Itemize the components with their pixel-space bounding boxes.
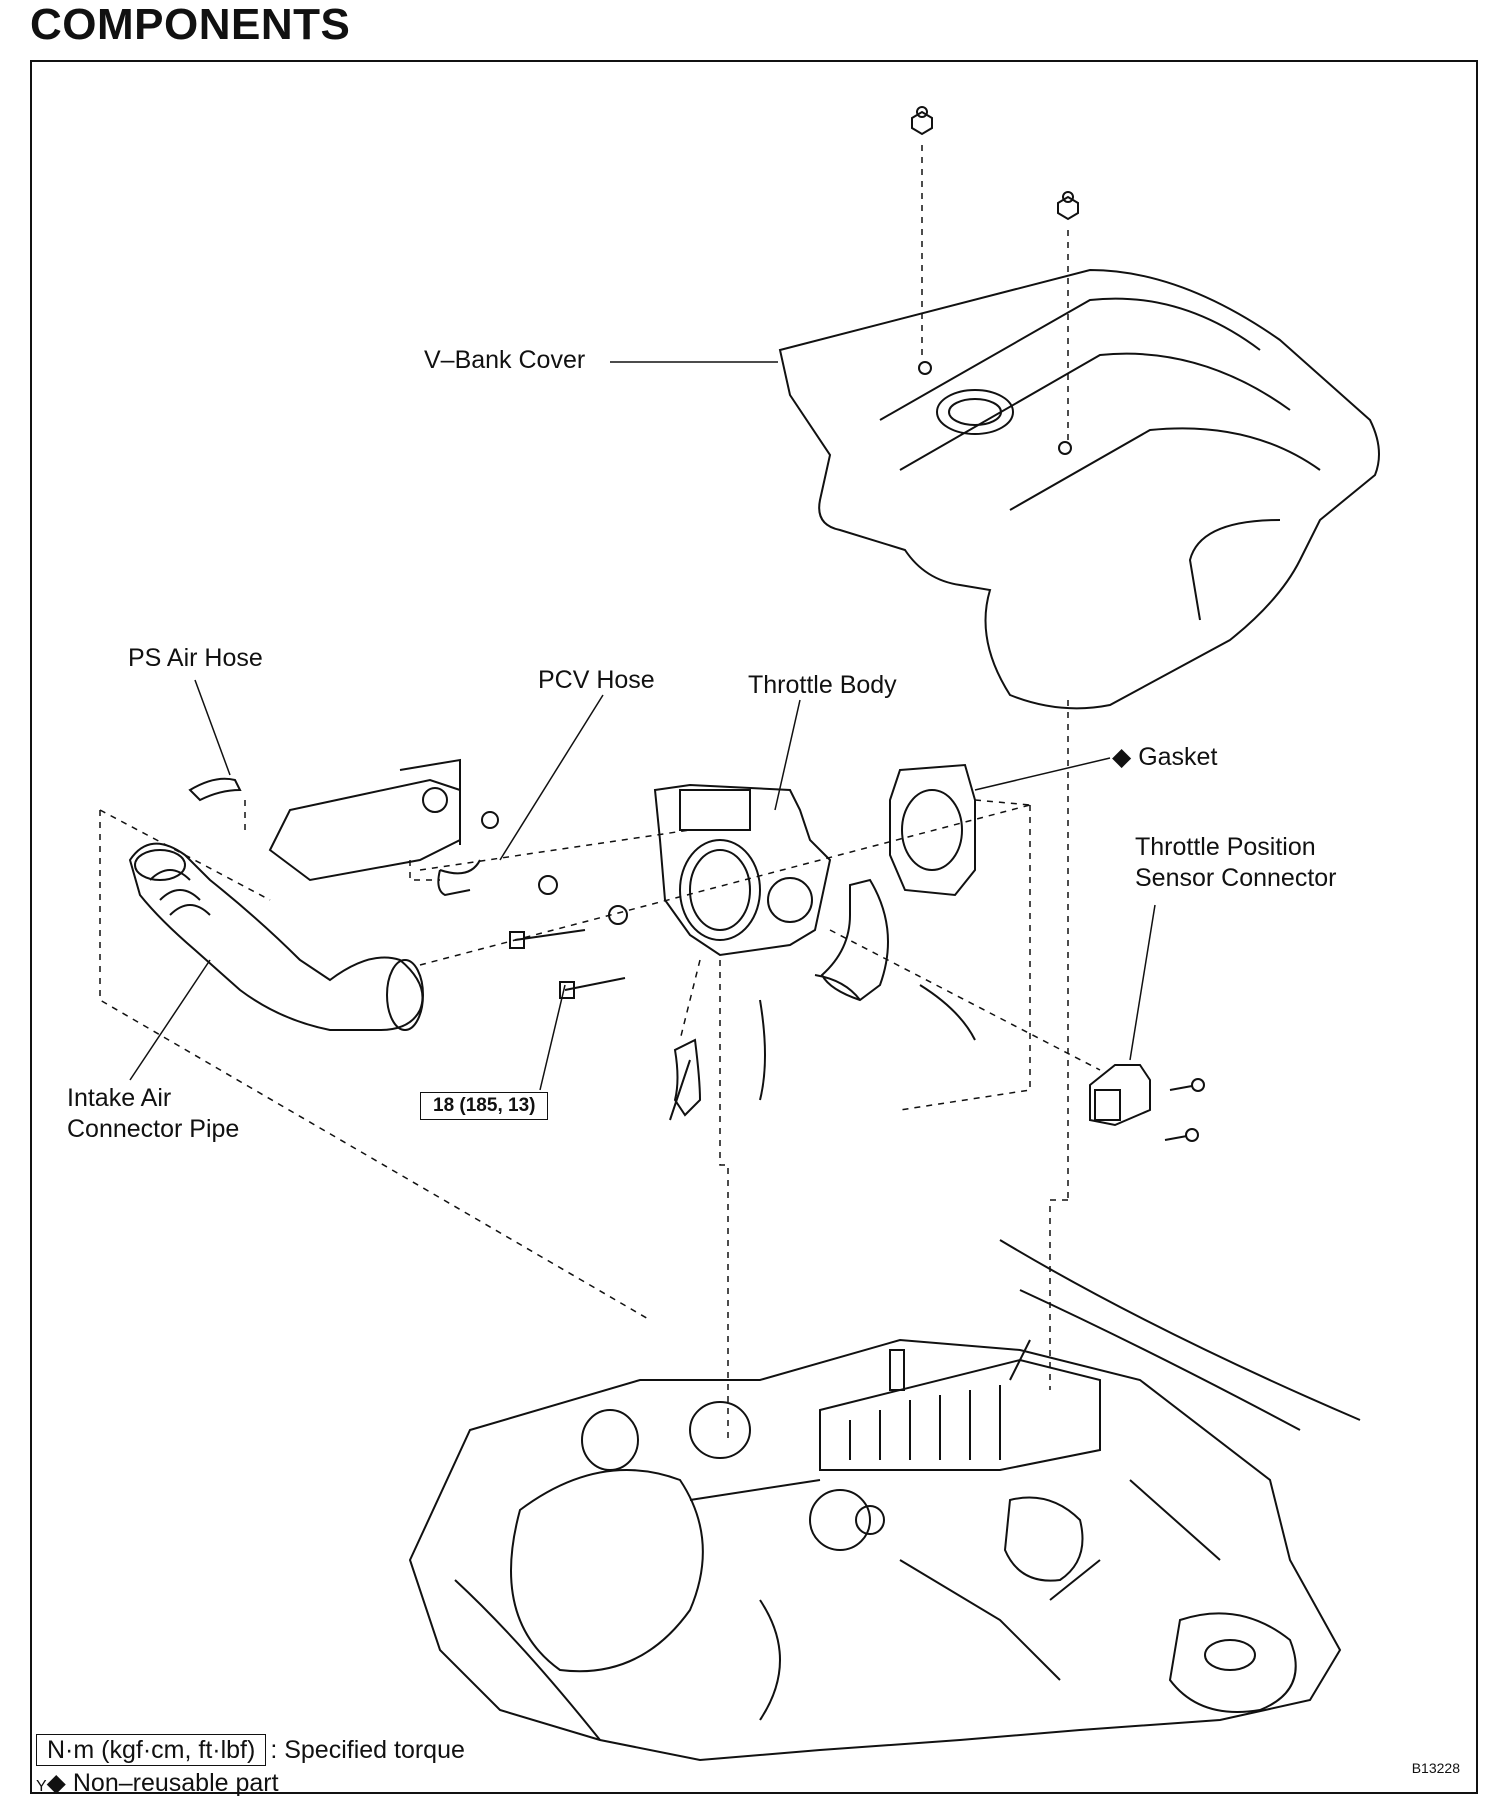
label-throttle-body: Throttle Body bbox=[748, 671, 897, 699]
diagram-frame bbox=[30, 60, 1478, 1794]
explode-lines bbox=[99, 799, 1101, 1440]
page-title: COMPONENTS bbox=[30, 0, 351, 49]
legend-torque: N·m (kgf·cm, ft·lbf): Specified torque bbox=[36, 1734, 465, 1766]
throttle-body-illustration bbox=[653, 783, 832, 957]
nonreusable-diamond-icon: ◆ bbox=[1112, 743, 1132, 771]
legend-nonreusable-desc: Non–reusable part bbox=[72, 1769, 279, 1797]
engine-illustration bbox=[408, 1239, 1361, 1762]
label-ps-air-hose: PS Air Hose bbox=[128, 644, 263, 672]
legend-torque-desc: : Specified torque bbox=[270, 1736, 465, 1764]
legend-nonreusable: Y◆ Non–reusable part bbox=[36, 1768, 279, 1798]
leader-lines bbox=[129, 361, 1156, 1091]
figure-id: B13228 bbox=[1411, 1760, 1460, 1776]
intake-air-connector-pipe-illustration bbox=[128, 842, 424, 1031]
airflow-meter-illustration bbox=[268, 758, 461, 882]
label-gasket-text: Gasket bbox=[1138, 743, 1218, 771]
label-throttle-position-sensor-connector: Throttle Position Sensor Connector bbox=[1135, 833, 1337, 892]
hoses-illustration bbox=[437, 859, 976, 1121]
ps-air-hose-part bbox=[188, 777, 242, 802]
throttle-body-bolts bbox=[481, 811, 628, 999]
legend-diamond-icon: ◆ bbox=[46, 1769, 66, 1797]
v-bank-cover-illustration bbox=[778, 268, 1380, 710]
label-pcv-hose: PCV Hose bbox=[538, 666, 655, 694]
torque-spec-box: 18 (185, 13) bbox=[420, 1092, 549, 1120]
legend-prefix: Y bbox=[36, 1778, 47, 1795]
label-gasket: ◆ Gasket bbox=[1112, 742, 1217, 773]
gasket-illustration bbox=[889, 763, 976, 897]
label-intake-air-connector-pipe: Intake Air Connector Pipe bbox=[67, 1084, 240, 1143]
legend-torque-unit: N·m (kgf·cm, ft·lbf) bbox=[36, 1734, 267, 1766]
label-v-bank-cover: V–Bank Cover bbox=[424, 346, 586, 374]
tps-connector-illustration bbox=[1089, 1064, 1205, 1142]
cover-nuts bbox=[911, 106, 1079, 221]
